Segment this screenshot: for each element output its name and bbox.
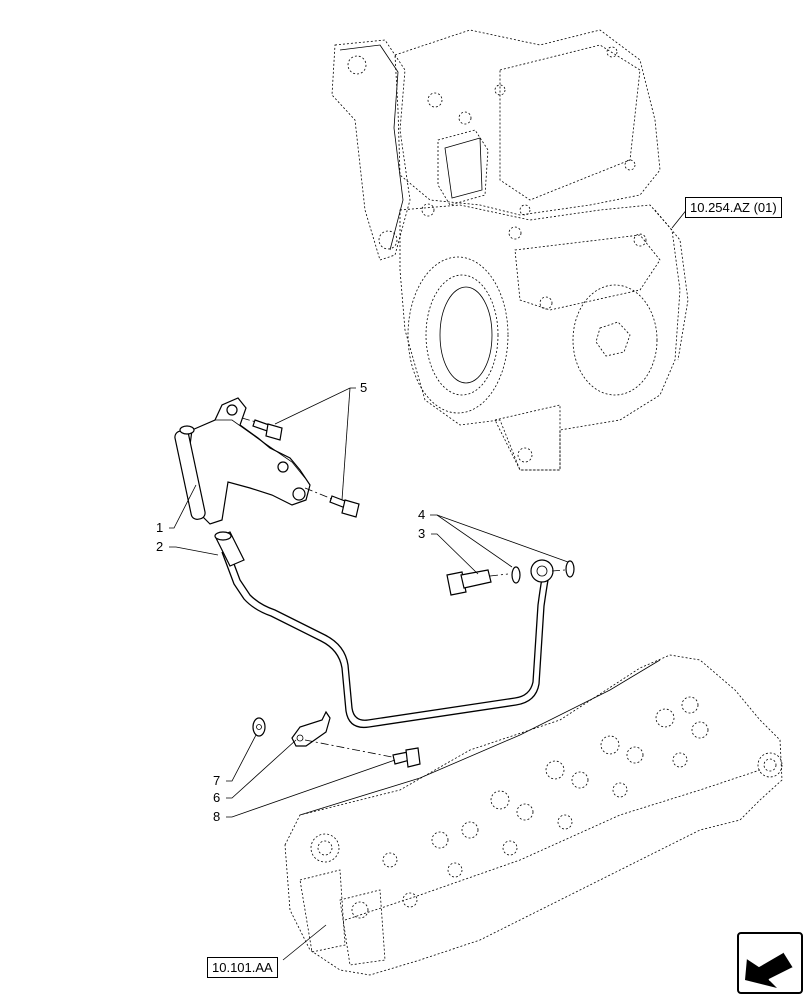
- callout-2: 2: [156, 539, 163, 554]
- part-3-banjo-bolt: [446, 569, 509, 596]
- part-1-bracket: [174, 397, 311, 525]
- arrow-return-icon: [745, 951, 794, 988]
- part-7-washer: [252, 717, 266, 737]
- reference-link-upper[interactable]: 10.254.AZ (01): [685, 197, 782, 218]
- callout-8: 8: [213, 809, 220, 824]
- part-5-bolts: [241, 417, 360, 518]
- turbocharger-actuator-assembly: [331, 29, 689, 471]
- part-2-oil-pipe: [214, 531, 554, 729]
- part-4-sealing-washers: [511, 560, 575, 584]
- callout-3: 3: [418, 526, 425, 541]
- lower-reference-leader: [282, 924, 327, 961]
- callout-6: 6: [213, 790, 220, 805]
- part-8-bolt: [304, 739, 421, 768]
- part-6-clip: [291, 710, 331, 747]
- callout-leaders: [169, 387, 569, 818]
- callout-1: 1: [156, 520, 163, 535]
- return-button[interactable]: [737, 932, 803, 994]
- callout-5: 5: [360, 380, 367, 395]
- callout-7: 7: [213, 773, 220, 788]
- cylinder-head-assembly: [284, 654, 783, 976]
- callout-4: 4: [418, 507, 425, 522]
- reference-link-lower[interactable]: 10.101.AA: [207, 957, 278, 978]
